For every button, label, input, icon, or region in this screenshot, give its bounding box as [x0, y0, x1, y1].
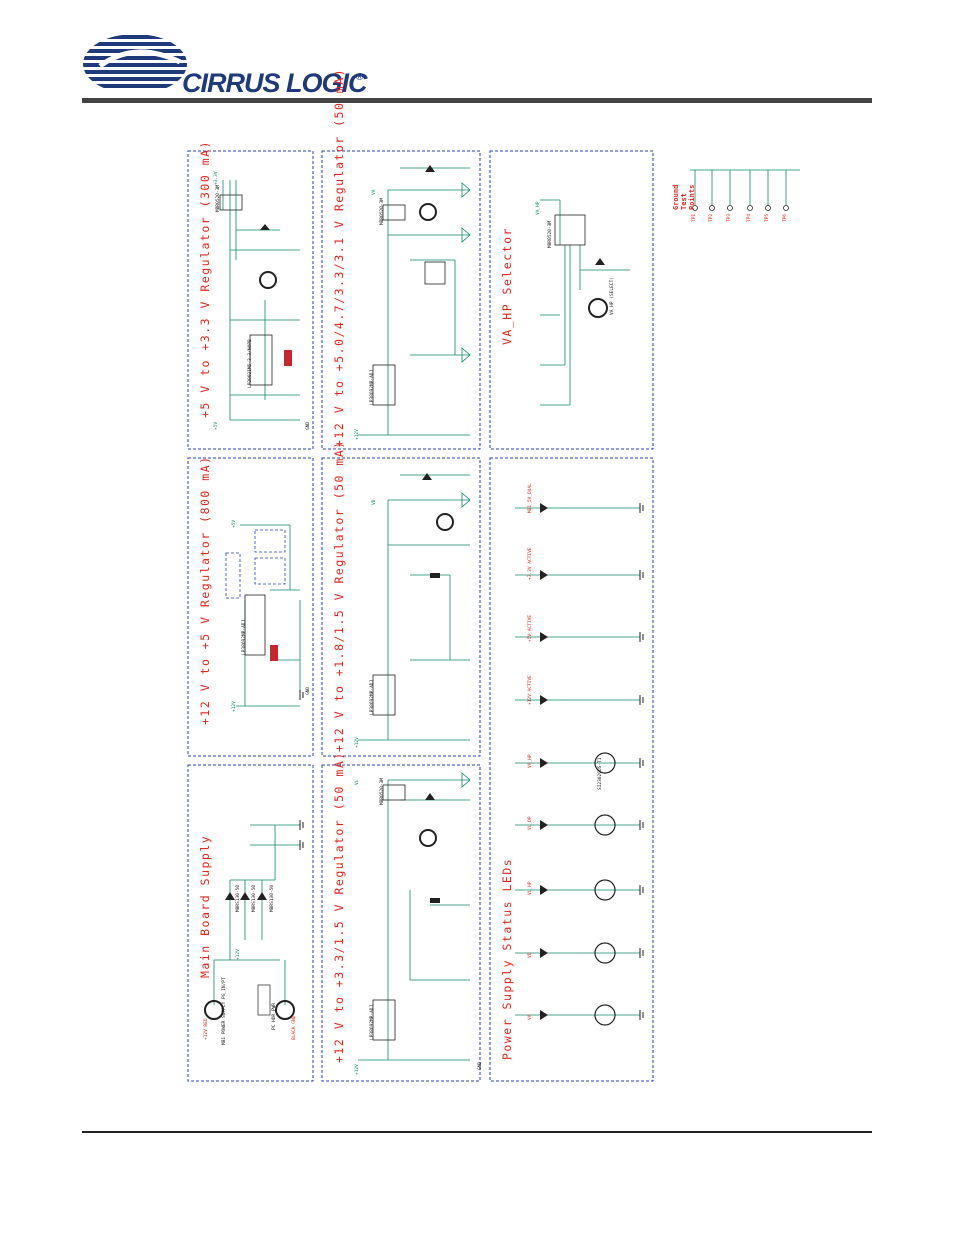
- jack-black: [275, 1000, 295, 1020]
- box-va-hp: [489, 150, 654, 450]
- mosfet-3: [594, 879, 616, 901]
- box-reg-12-50: [321, 150, 481, 450]
- switch-a: [219, 194, 243, 211]
- label-reg-d-gnd: GND: [306, 421, 311, 430]
- label-pc-supply: MB1 POWER SUPPLY PG_IN/PT: [222, 977, 227, 1045]
- switch-d: [554, 214, 586, 246]
- led-label-3: VL_HP: [528, 881, 533, 895]
- title-reg-5-33: +5 V to +3.3 V Regulator (300 mA): [198, 140, 212, 418]
- title-reg-12-33-15: +12 V to +3.3/1.5 V Regulator (50 mA): [332, 751, 346, 1063]
- tp-label-6: TP6: [783, 213, 788, 222]
- label-reg-b-12v: +12V: [355, 1064, 360, 1075]
- test-jack-va: [419, 203, 437, 221]
- reg-c-body: [372, 674, 396, 716]
- label-vahp: VA_HP: [536, 201, 541, 215]
- label-switch-c: MBR0520-3M: [380, 197, 385, 225]
- title-leds: Power Supply Status LEDs: [500, 857, 514, 1060]
- title-main-supply: Main Board Supply: [198, 834, 212, 978]
- header-rule: [82, 98, 872, 103]
- mosfet-5: [594, 1004, 616, 1026]
- label-reg-c-12v: +12V: [355, 737, 360, 748]
- label-reg-a-12v: +12V: [232, 701, 237, 712]
- label-jack-red: +12V RED: [204, 1018, 209, 1040]
- label-reg-e: LP38692MP-ADJ: [370, 369, 375, 405]
- label-main-12v: +12V: [236, 949, 241, 960]
- label-reg-a: LP38692MP-ADJ: [242, 619, 247, 655]
- label-switch-a: MBR0520-3M: [216, 184, 221, 212]
- reg-e-body: [372, 364, 396, 406]
- label-va: VA: [372, 189, 377, 195]
- label-vahp-select: VA_HP (SELECT): [610, 277, 615, 315]
- box-reg-12-33-15: [321, 764, 481, 1082]
- reg-d-body: [249, 334, 273, 386]
- label-reg-e-12v: +12V: [355, 429, 360, 440]
- brand-name: CIRRUS LOGIC: [182, 68, 368, 98]
- tp-label-4: TP4: [747, 213, 752, 222]
- switch-b: [382, 784, 406, 801]
- box-reg-12-18-15: [321, 457, 481, 757]
- label-switch-b: MBR0520-3M: [380, 777, 385, 805]
- resistor-highlight: [270, 645, 278, 661]
- trademark-symbol: ®: [356, 72, 364, 83]
- tp-label-1: TP1: [692, 213, 697, 222]
- label-jack-black: BLACK GND: [292, 1015, 297, 1040]
- reg-a-body: [244, 594, 266, 656]
- footer-rule: [82, 1131, 872, 1133]
- test-jack-vd: [436, 513, 454, 531]
- label-diode-2: MBRS130-50: [252, 884, 257, 912]
- dip-switch: [424, 261, 446, 285]
- box-reg-5-33: [187, 150, 314, 450]
- box-main-supply: [187, 764, 314, 1082]
- logo-swirl-icon: [83, 35, 187, 88]
- title-reg-12-18-15: +12 V to +1.8/1.5 V Regulator (50 mA): [332, 440, 346, 752]
- label-diode-1: MBRS130-50: [236, 884, 241, 912]
- led-label-9: MB1_5V_DUAL: [528, 483, 533, 513]
- label-diode-3: MBRS130-50: [270, 884, 275, 912]
- mosfet-2: [594, 814, 616, 836]
- label-vl: VL: [355, 779, 360, 785]
- label-mosfet: SI2302CDS-T1: [598, 757, 603, 790]
- title-reg-12-5: +12 V to +5 V Regulator (800 mA): [198, 455, 212, 725]
- jack-red: [204, 1000, 224, 1020]
- led-label-4: VL_DP: [528, 816, 533, 830]
- mosfet-4: [594, 942, 616, 964]
- cirrus-logic-logo: CIRRUS LOGIC ®: [80, 32, 380, 102]
- title-ground: Ground Test Points: [672, 184, 696, 210]
- test-jack-vahp: [588, 298, 608, 318]
- led-label-8: +3.3V ACTIVE: [528, 547, 533, 580]
- led-label-6: +12V ACTIVE: [528, 675, 533, 705]
- led-label-7: +5V ACTIVE: [528, 614, 533, 642]
- label-reg-d-5v: +5V: [214, 421, 219, 430]
- mosfet-1: [594, 752, 616, 774]
- box-reg-12-5: [187, 457, 314, 757]
- tp-label-5: TP5: [765, 213, 770, 222]
- led-label-1: VA: [528, 1014, 533, 1020]
- led-label-5: VA_HP: [528, 754, 533, 768]
- label-reg-a-gnd: GND: [306, 686, 311, 695]
- test-jack-vl: [419, 829, 437, 847]
- tp-label-2: TP2: [709, 213, 714, 222]
- title-va-hp: VA_HP Selector: [500, 227, 514, 345]
- label-reg-a-5v: +5V: [232, 519, 237, 528]
- label-reg-b-gnd: GND: [478, 1061, 483, 1070]
- label-reg-d-33v: +3.3V: [214, 171, 219, 185]
- title-reg-12-50: +12 V to +5.0/4.7/3.3/3.1 V Regulator (5…: [332, 67, 346, 447]
- box-leds: [489, 457, 654, 1082]
- label-vd: VD: [372, 499, 377, 505]
- led-label-2: VD: [528, 952, 533, 958]
- label-reg-b: LP38692MP-ADJ: [370, 1004, 375, 1040]
- label-pc-header: PC HDR PWR: [272, 1002, 277, 1030]
- switch-c: [382, 204, 406, 221]
- label-switch-d: MBR0520-3M: [548, 220, 553, 248]
- reg-b-body: [372, 999, 396, 1041]
- label-reg-d: LP2992IM5-3.3/NOPB: [248, 339, 253, 388]
- test-jack-33: [259, 271, 277, 289]
- label-reg-c: LP38692MP-ADJ: [370, 679, 375, 715]
- tp-label-3: TP3: [727, 213, 732, 222]
